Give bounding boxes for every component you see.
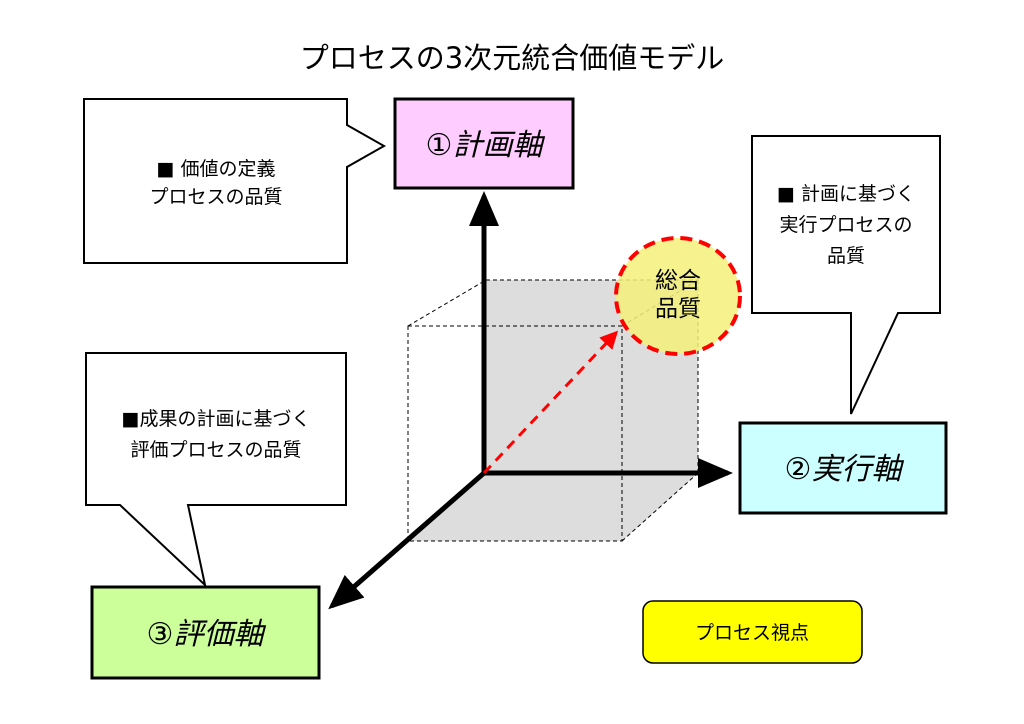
evaluation-callout (85, 352, 347, 588)
total-quality-label-1: 総合 (655, 268, 701, 294)
total-quality-label-2: 品質 (655, 296, 701, 322)
execution-axis-label: ②実行軸 (785, 452, 905, 487)
plan-axis-label: ①計画軸 (426, 128, 546, 163)
execution-callout-line-3: 品質 (827, 245, 865, 267)
process-viewpoint-label: プロセス視点 (695, 622, 809, 644)
plan-callout-line-2: プロセスの品質 (149, 186, 282, 208)
total-quality-vector-arrow (482, 330, 619, 475)
cube-floor (408, 473, 698, 541)
execution-axis-box (738, 421, 948, 515)
evaluation-callout-line-1: ■成果の計画に基づく (122, 408, 311, 430)
total-quality-circle (614, 236, 742, 356)
execution-callout (751, 135, 941, 415)
plan-callout (83, 98, 387, 264)
process-viewpoint-badge (642, 600, 863, 664)
page-title: プロセスの3次元統合価値モデル (300, 41, 724, 75)
plan-callout-line-1: ■ 価値の定義 (157, 158, 276, 180)
evaluation-axis-label: ③評価軸 (147, 617, 267, 652)
evaluation-axis-box (90, 585, 321, 680)
execution-callout-line-2: 実行プロセスの (779, 214, 912, 236)
execution-callout-line-1: ■ 計画に基づく (777, 183, 915, 205)
plan-axis-box (393, 97, 575, 190)
evaluation-callout-line-2: 評価プロセスの品質 (130, 439, 301, 461)
cube-front-face (407, 325, 623, 542)
evaluation-axis-arrow (328, 471, 486, 610)
